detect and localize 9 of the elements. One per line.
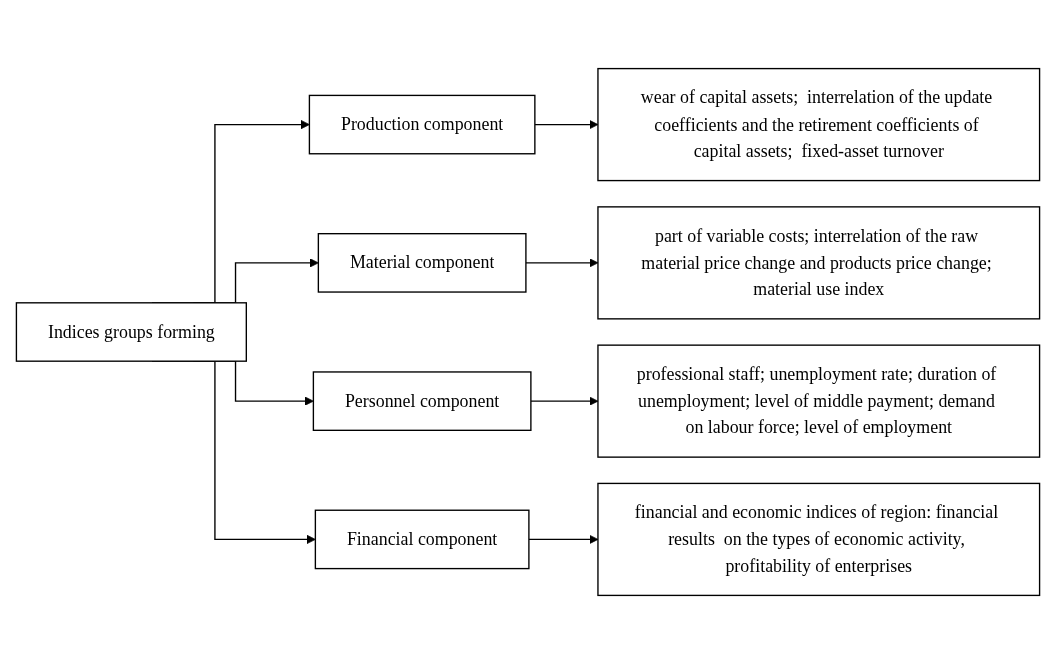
node-box: Material component [317, 232, 527, 293]
node-box: professional staff; unemployment rate; duration of unemployment; level of middle payment; demand on labour force; level of employment [596, 343, 1040, 458]
node-box: wear of capital assets; interrelation of the update coefficients and the retirement coefficients of capital assets; fixed-asset turnover [596, 67, 1040, 181]
node-box: Production component [308, 94, 536, 154]
node-box: Indices groups forming [15, 301, 247, 362]
node-box: Financial component [314, 509, 530, 569]
node-box: Personnel component [312, 370, 532, 431]
node-box: financial and economic indices of region: financial results on the types of economic activity, profitability of enterprises [596, 482, 1040, 596]
node-box: part of variable costs; interrelation of the raw material price change and products price change; material use index [596, 205, 1040, 320]
